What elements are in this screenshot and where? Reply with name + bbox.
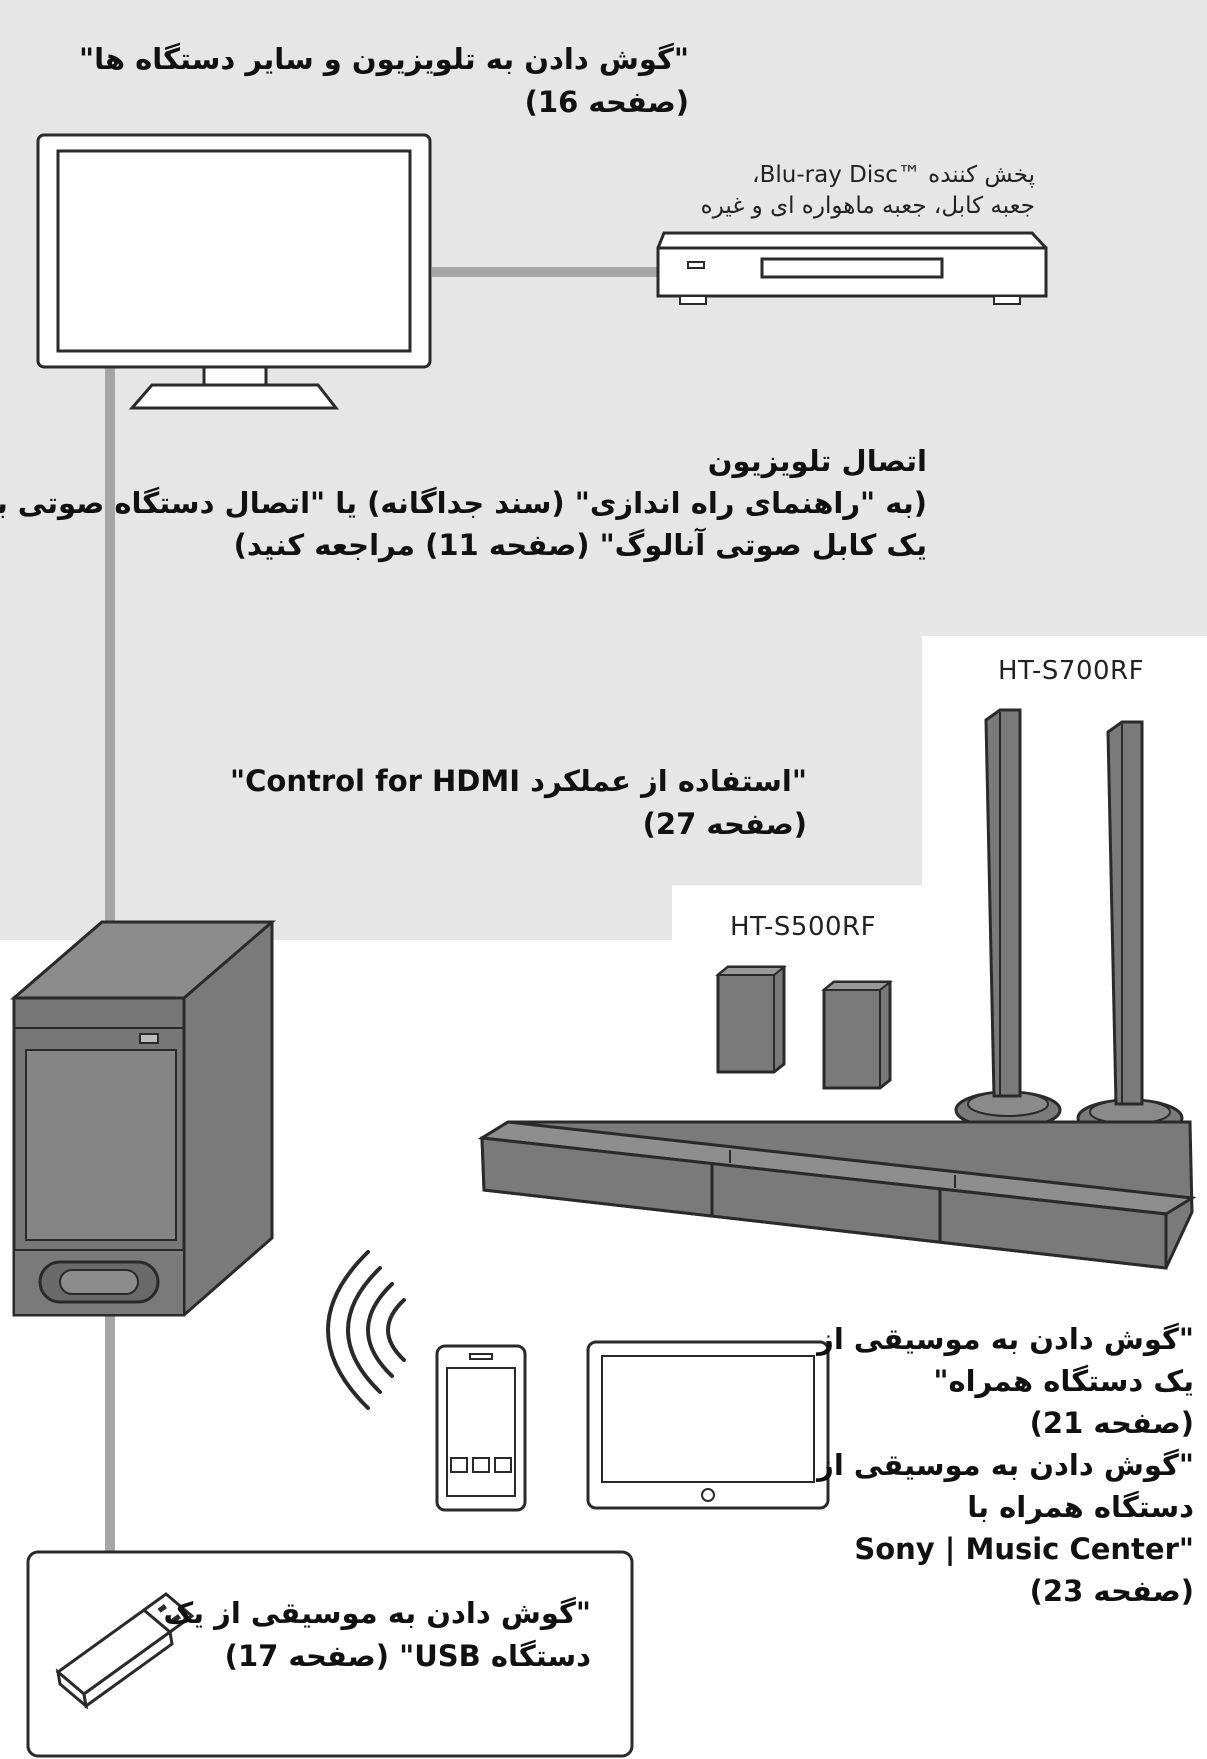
mobile-listen-label: "گوش دادن به موسیقی از یک دستگاه همراه" …: [794, 1318, 1194, 1612]
rear-speaker-icon: [715, 965, 787, 1074]
tv-listen-page: (صفحه 16): [524, 85, 689, 119]
wireless-signal-icon: [326, 1250, 406, 1410]
usb-section-box: [26, 1550, 634, 1758]
tv-listen-label: "گوش دادن به تلویزیون و سایر دستگاه ها" …: [78, 38, 689, 124]
player-label-line2: جعبه کابل، جعبه ماهواره ای و غیره: [700, 193, 1035, 219]
usb-listen-label: "گوش دادن به موسیقی از یک دستگاه USB" (ص…: [163, 1592, 591, 1678]
model-label-tall: HT-S700RF: [998, 656, 1145, 686]
tv-icon: [36, 133, 432, 410]
hdmi-control-title: "استفاده از عملکرد Control for HDMI": [230, 764, 807, 798]
tv-listen-title: "گوش دادن به تلویزیون و سایر دستگاه ها": [78, 42, 689, 76]
usb-listen-line2: دستگاه USB" (صفحه 17): [224, 1639, 591, 1673]
model-label-short: HT-S500RF: [730, 912, 877, 942]
mobile-listen-line5: دستگاه همراه با: [967, 1490, 1194, 1524]
player-label-line1: پخش کننده ™Blu-ray Disc،: [752, 162, 1035, 188]
hdmi-control-page: (صفحه 27): [642, 807, 807, 841]
cables: [105, 267, 665, 1552]
tall-speaker-icon: [954, 708, 1062, 1130]
usb-listen-line1: "گوش دادن به موسیقی از یک: [163, 1596, 591, 1630]
player-label: پخش کننده ™Blu-ray Disc، جعبه کابل، جعبه…: [515, 160, 1035, 222]
smartphone-icon: [435, 1344, 527, 1512]
tall-speaker-icon: [1076, 720, 1184, 1138]
soundbar-icon: [477, 1120, 1197, 1270]
mobile-listen-line3: (صفحه 21): [1029, 1406, 1194, 1440]
mobile-listen-line7: (صفحه 23): [1029, 1574, 1194, 1608]
mobile-listen-line6: "Sony | Music Center: [854, 1532, 1194, 1566]
mobile-listen-line1: "گوش دادن به موسیقی از: [817, 1322, 1194, 1356]
tablet-icon: [586, 1340, 830, 1510]
rear-speaker-icon: [821, 980, 893, 1090]
usb-drive-icon: [55, 1592, 195, 1710]
tv-connect-line3: یک کابل صوتی آنالوگ" (صفحه 11) مراجعه کن…: [233, 528, 927, 562]
mobile-listen-line2: یک دستگاه همراه": [933, 1364, 1194, 1398]
hdmi-control-label: "استفاده از عملکرد Control for HDMI" (صف…: [207, 760, 807, 846]
bluray-player-icon: [656, 231, 1048, 305]
subwoofer-icon: [9, 920, 277, 1317]
tv-connect-label: اتصال تلویزیون (به "راهنمای راه اندازی" …: [0, 440, 927, 566]
tv-connect-title: اتصال تلویزیون: [707, 444, 927, 478]
mobile-listen-line4: "گوش دادن به موسیقی از: [817, 1448, 1194, 1482]
tv-connect-line2: (به "راهنمای راه اندازی" (سند جداگانه) ی…: [0, 486, 927, 520]
